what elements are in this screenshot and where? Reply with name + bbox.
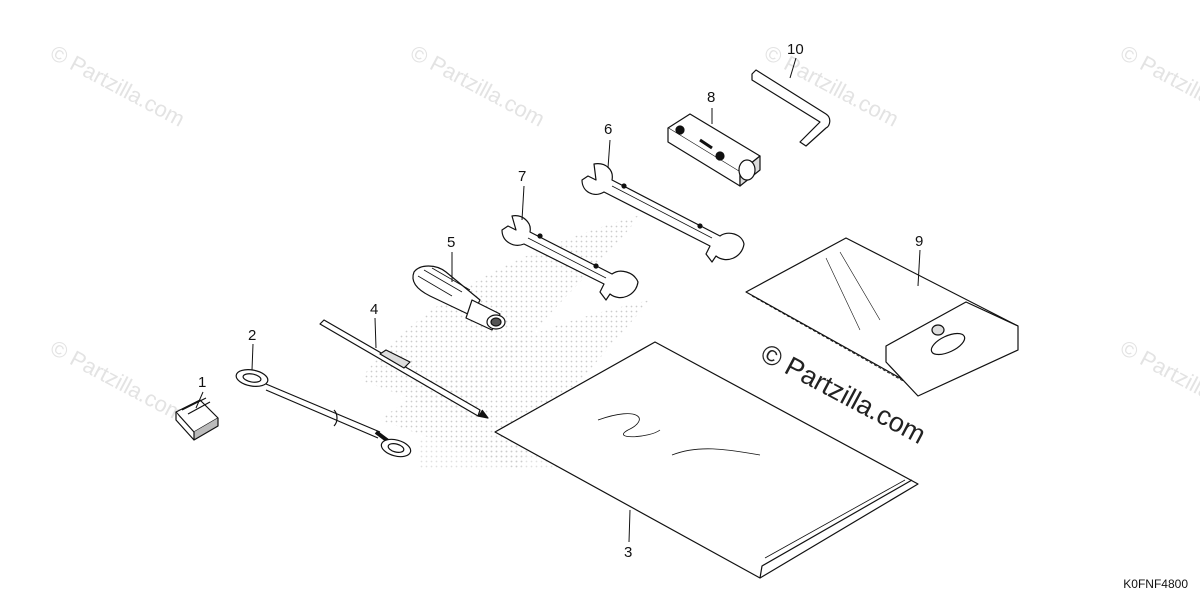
leader-lines: [195, 57, 921, 543]
part-3-bag: [494, 341, 919, 579]
callout-5: 5: [447, 234, 456, 251]
callout-6: 6: [604, 121, 613, 138]
part-1-clip: [175, 397, 219, 441]
part-8-socket-wrench: [667, 113, 761, 187]
callout-3: 3: [624, 544, 633, 561]
part-9-pouch: [745, 237, 1019, 397]
part-5-screwdriver-handle: [412, 265, 506, 331]
callout-4: 4: [370, 301, 379, 318]
part-7-wrench: [501, 215, 639, 301]
callout-1: 1: [198, 374, 207, 391]
diagram-code: K0FNF4800: [1123, 577, 1188, 591]
callout-8: 8: [707, 89, 716, 106]
callout-7: 7: [518, 168, 527, 185]
callout-2: 2: [248, 327, 257, 344]
callout-9: 9: [915, 233, 924, 250]
part-4-screwdriver-blade: [319, 319, 489, 419]
part-6-wrench: [581, 163, 745, 263]
part-10-hex-key: [751, 69, 831, 147]
callout-10: 10: [787, 41, 804, 58]
part-2-tool: [235, 369, 412, 458]
